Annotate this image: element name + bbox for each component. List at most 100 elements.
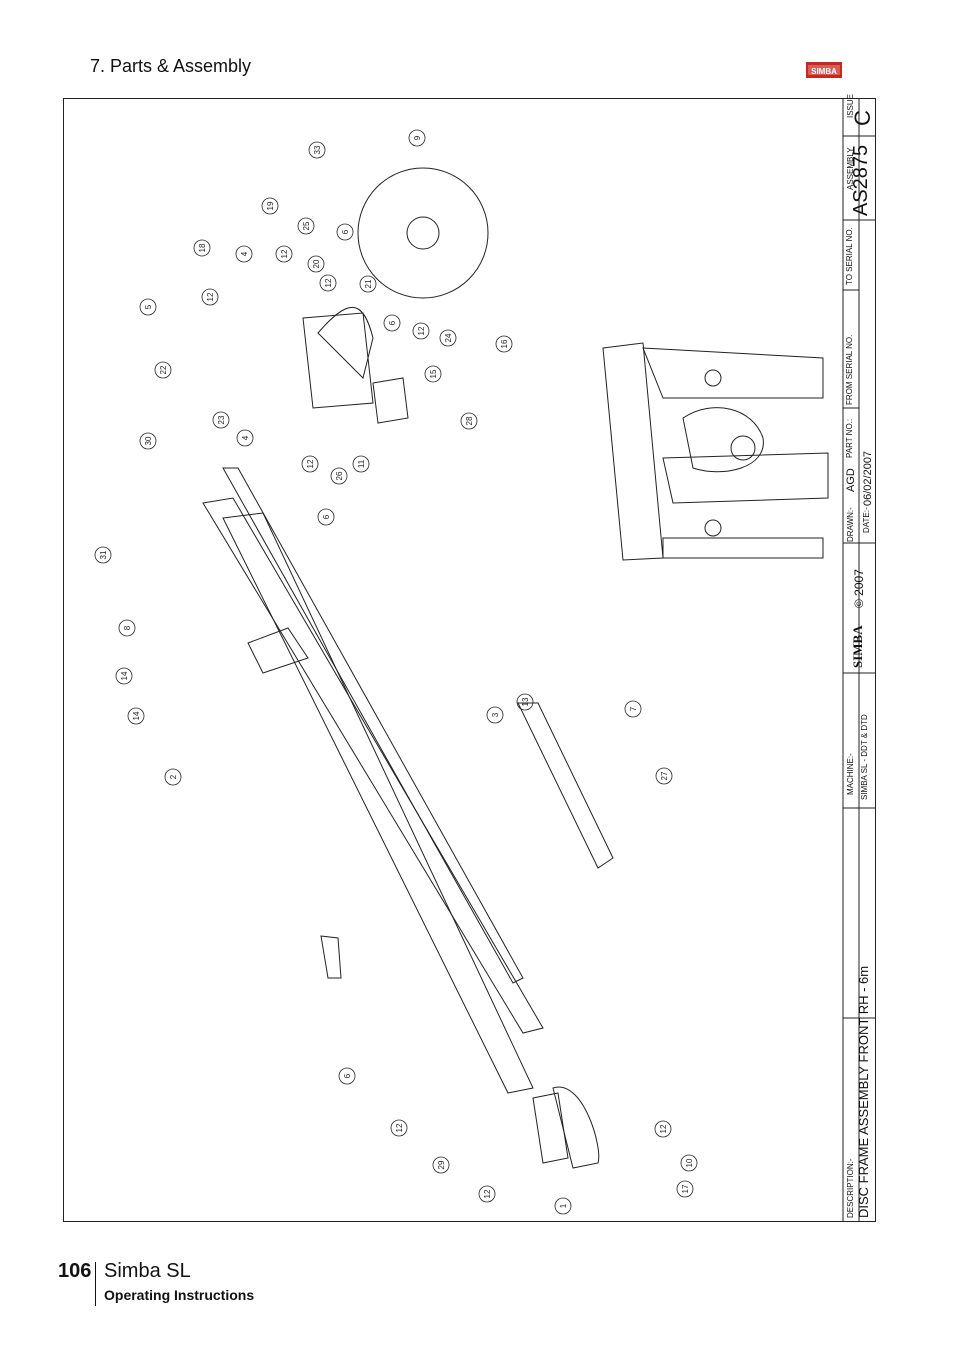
callout-balloon — [317, 508, 335, 526]
callout-label: 14 — [120, 671, 129, 680]
callout-balloon — [676, 1180, 694, 1198]
callout-balloon — [336, 223, 354, 241]
callout-label: 6 — [341, 229, 350, 234]
callout-label: 16 — [500, 339, 509, 348]
callout-balloon — [301, 455, 319, 473]
callout-label: 29 — [437, 1160, 446, 1169]
callout-balloon — [201, 288, 219, 306]
callout-balloon — [390, 1119, 408, 1137]
title-block-brand: SIMBA — [850, 625, 865, 668]
from-serial-label: FROM SERIAL NO. — [845, 334, 854, 405]
callout-balloon — [235, 245, 253, 263]
callout-balloon — [554, 1197, 572, 1215]
machine-label: MACHINE:- — [846, 753, 855, 795]
callout-label: 28 — [465, 416, 474, 425]
callout-balloon — [164, 768, 182, 786]
callout-label: 2 — [169, 774, 178, 779]
callout-label: 12 — [659, 1124, 668, 1133]
date-value: 06/02/2007 — [862, 450, 874, 506]
callout-balloon — [439, 329, 457, 347]
callout-label: 30 — [144, 436, 153, 445]
svg-text:SIMBA: SIMBA — [811, 67, 837, 76]
drawn-label: DRAWN:- — [846, 507, 855, 542]
issue-value: C — [850, 110, 875, 126]
callout-label: 12 — [324, 278, 333, 287]
callout-balloon — [94, 546, 112, 564]
callout-label: 4 — [240, 251, 249, 256]
callout-label: 20 — [312, 259, 321, 268]
callout-balloon — [308, 141, 326, 159]
footer-subtitle: Operating Instructions — [104, 1287, 255, 1303]
callout-label: 12 — [280, 249, 289, 258]
callout-label: 5 — [144, 304, 153, 309]
callout-balloon — [338, 1067, 356, 1085]
callout-balloon — [212, 411, 230, 429]
callout-balloon — [432, 1156, 450, 1174]
callout-balloon — [424, 365, 442, 383]
callout-label: 24 — [444, 333, 453, 342]
callout-label: 33 — [313, 145, 322, 154]
callout-label: 22 — [159, 365, 168, 374]
part-no-label: PART NO.: — [845, 418, 854, 458]
description-label: DESCRIPTION:- — [846, 1158, 855, 1218]
callout-balloon — [486, 706, 504, 724]
callout-label: 3 — [491, 712, 500, 717]
callout-balloon — [478, 1185, 496, 1203]
callout-label: 17 — [681, 1184, 690, 1193]
callout-label: 31 — [99, 550, 108, 559]
callout-balloon — [412, 322, 430, 340]
callout-balloon — [516, 693, 534, 711]
callout-balloon — [115, 667, 133, 685]
callout-balloon — [460, 412, 478, 430]
callout-balloon — [236, 429, 254, 447]
callout-balloon — [408, 129, 426, 147]
callout-balloon — [495, 335, 513, 353]
description-value: DISC FRAME ASSEMBLY FRONT RH - 6m — [856, 965, 871, 1218]
to-serial-label: TO SERIAL NO. — [845, 227, 854, 285]
callout-label: 12 — [395, 1123, 404, 1132]
callout-label: 14 — [132, 711, 141, 720]
callout-balloon — [261, 197, 279, 215]
callout-balloon — [654, 1120, 672, 1138]
callout-balloon — [154, 361, 172, 379]
callout-label: 4 — [241, 435, 250, 440]
callout-label: 9 — [413, 135, 422, 140]
callout-balloon — [139, 298, 157, 316]
callout-balloon — [193, 239, 211, 257]
date-label: DATE:- — [862, 507, 871, 533]
callout-balloon — [359, 275, 377, 293]
callout-balloon — [383, 314, 401, 332]
callout-label: 8 — [123, 625, 132, 630]
machine-value: SIMBA SL - DDT & DTD — [860, 714, 869, 800]
callout-label: 21 — [364, 279, 373, 288]
callout-label: 27 — [660, 771, 669, 780]
drawing-frame — [63, 98, 876, 1222]
section-title: 7. Parts & Assembly — [90, 56, 252, 76]
assembly-value: AS2875 — [850, 144, 872, 216]
callout-label: 12 — [206, 292, 215, 301]
brand-logo: SIMBA — [806, 60, 842, 80]
callout-label: 26 — [335, 471, 344, 480]
callout-label: 18 — [198, 243, 207, 252]
callout-balloon — [624, 700, 642, 718]
callout-label: 6 — [388, 320, 397, 325]
callout-balloon — [275, 245, 293, 263]
callout-label: 10 — [685, 1158, 694, 1167]
copyright: © 2007 — [852, 569, 866, 608]
callout-balloon — [297, 217, 315, 235]
callout-label: 6 — [343, 1073, 352, 1078]
callout-label: 23 — [217, 415, 226, 424]
model-name: Simba SL — [104, 1260, 191, 1282]
callout-label: 12 — [417, 326, 426, 335]
page-number: 106 — [58, 1260, 92, 1282]
callout-balloon — [118, 619, 136, 637]
drawn-value: AGD — [845, 468, 857, 492]
callout-balloon — [319, 274, 337, 292]
callout-label: 13 — [521, 697, 530, 706]
callout-balloon — [680, 1154, 698, 1172]
callout-balloon — [307, 255, 325, 273]
callout-label: 12 — [483, 1189, 492, 1198]
callout-label: 15 — [429, 369, 438, 378]
callout-label: 6 — [322, 514, 331, 519]
